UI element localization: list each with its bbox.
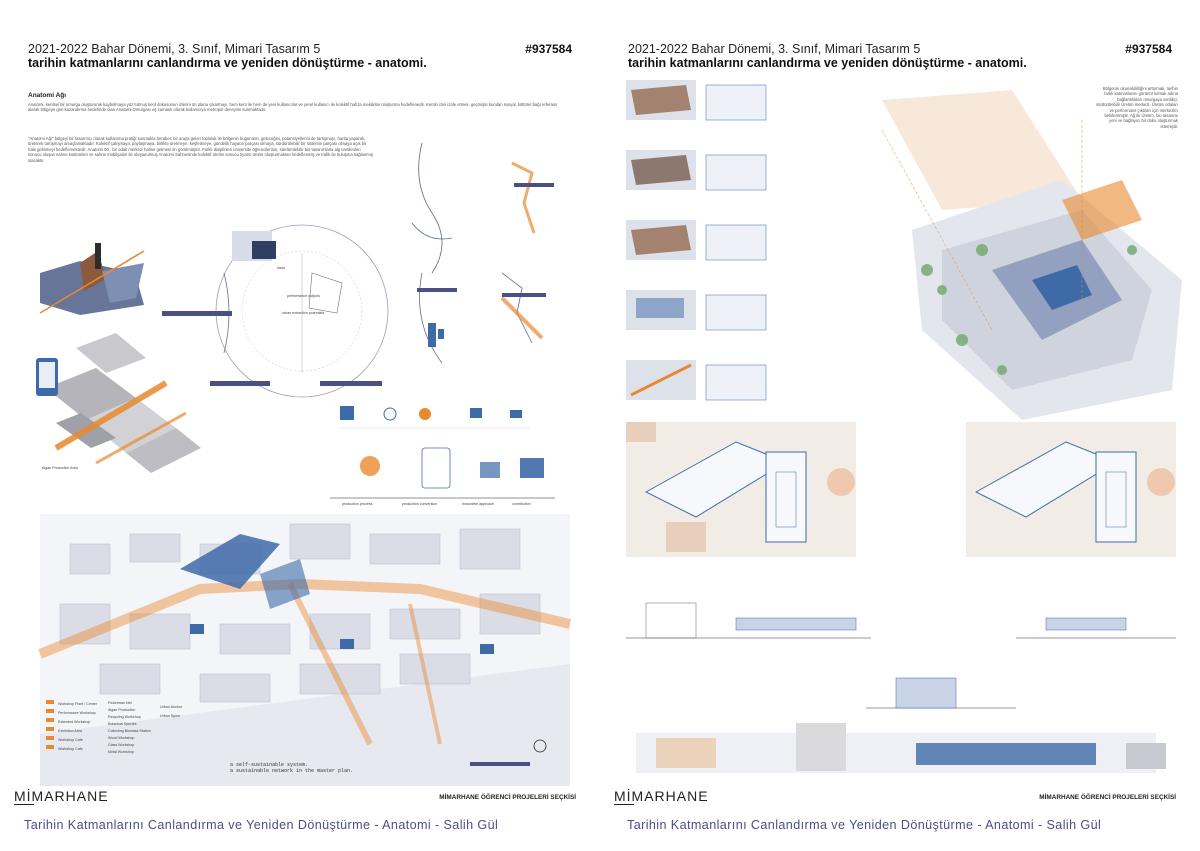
- master-plan: [38, 514, 572, 786]
- legend-item: Extended Workshop: [58, 720, 91, 724]
- legend-item: Workshop Cafe: [58, 747, 83, 751]
- legend-item: Exhibition Area: [58, 729, 82, 733]
- legend-column-3: Urban Anchor Urban Spine: [160, 703, 182, 721]
- second-paragraph: "Anatomi Ağı" bölgeyi bir tasarımcı olar…: [28, 136, 373, 163]
- intro-paragraph: Anatomi, kentsel bir omurga oluştururak …: [28, 102, 558, 113]
- legend-column-2: Fisherman Net Algae Production Recycling…: [108, 700, 151, 756]
- legend-column-1: Workshop Point / Center Performance Work…: [58, 700, 97, 754]
- legend-item: Recycling Workshop: [108, 715, 141, 719]
- course-line: 2021-2022 Bahar Dönemi, 3. Sınıf, Mimari…: [28, 42, 321, 56]
- plan-tagline-2: a sustainable network in the master plan…: [230, 768, 354, 774]
- legend-item: Botanical Species: [108, 722, 137, 726]
- diagram-label-algae: Algae Production Area: [42, 466, 78, 470]
- legend-item: Metal Workshop: [108, 750, 134, 754]
- workshop-diagram-column: [626, 80, 767, 401]
- sections: [626, 602, 1176, 773]
- plan-tagline-1: a self-sustainable system.: [230, 762, 309, 768]
- site-axonometric: [881, 90, 1182, 420]
- left-sheet: 2021-2022 Bahar Dönemi, 3. Sınıf, Mimari…: [12, 28, 588, 818]
- right-sheet: 2021-2022 Bahar Dönemi, 3. Sınıf, Mimari…: [612, 28, 1188, 818]
- icon-label-1: production process: [342, 502, 373, 506]
- site-sketch-strip: [411, 142, 554, 364]
- collage-graphic: [39, 243, 145, 315]
- axonometric-massing: [36, 333, 201, 473]
- plan-legend-swatches: [46, 700, 54, 749]
- footer-series-label: MİMARHANE ÖĞRENCİ PROJELERİ SEÇKİSİ: [1039, 794, 1176, 801]
- legend-item: Workshop Cafe: [58, 738, 83, 742]
- circular-network-diagram: [162, 224, 389, 398]
- icon-label-4: contribution: [512, 502, 531, 506]
- icon-label-2: production conversion: [402, 502, 438, 506]
- legend-item: Collecting Biomass Station: [108, 729, 151, 733]
- diagram-label-ideal: ideal: [277, 266, 285, 270]
- legend-item: Performance Workshop: [58, 711, 96, 715]
- project-code: #937584: [525, 42, 572, 56]
- floor-plan-left: [626, 422, 856, 557]
- sheet-title: tarihin katmanlarını canlandırma ve yeni…: [28, 56, 427, 70]
- legend-item: Urban Spine: [160, 714, 180, 718]
- floor-plan-right: [966, 422, 1176, 557]
- caption-left: Tarihin Katmanlarını Canlandırma ve Yeni…: [24, 818, 499, 832]
- project-code: #937584: [1125, 42, 1172, 56]
- legend-item: Algae Production: [108, 708, 136, 712]
- course-line: 2021-2022 Bahar Dönemi, 3. Sınıf, Mimari…: [628, 42, 921, 56]
- diagram-label-urban: urban extraction potentials: [282, 311, 325, 315]
- footer-series-label: MİMARHANE ÖĞRENCİ PROJELERİ SEÇKİSİ: [439, 794, 576, 801]
- icon-label-3: innovative approach: [462, 502, 495, 506]
- mimarhane-logo: MİMARHANE: [614, 788, 709, 805]
- legend-item: Workshop Point / Center: [58, 702, 98, 706]
- legend-item: Wood Workshop: [108, 736, 135, 740]
- sheet-title: tarihin katmanlarını canlandırma ve yeni…: [628, 56, 1027, 70]
- legend-item: Urban Anchor: [160, 705, 182, 709]
- legend-item: Glass Workshop: [108, 743, 135, 747]
- side-note: Bölgenin okunabilirliğini arttırmak, tar…: [1096, 86, 1178, 129]
- process-icons: [330, 406, 555, 499]
- diagram-label-performance: performance outputs: [287, 294, 320, 298]
- mimarhane-logo: MİMARHANE: [14, 788, 109, 805]
- legend-item: Fisherman Net: [108, 701, 132, 705]
- plan-tagline: a self-sustainable system. a sustainable…: [230, 762, 353, 774]
- section-heading: Anatomi Ağı: [28, 92, 67, 99]
- caption-right: Tarihin Katmanlarını Canlandırma ve Yeni…: [627, 818, 1102, 832]
